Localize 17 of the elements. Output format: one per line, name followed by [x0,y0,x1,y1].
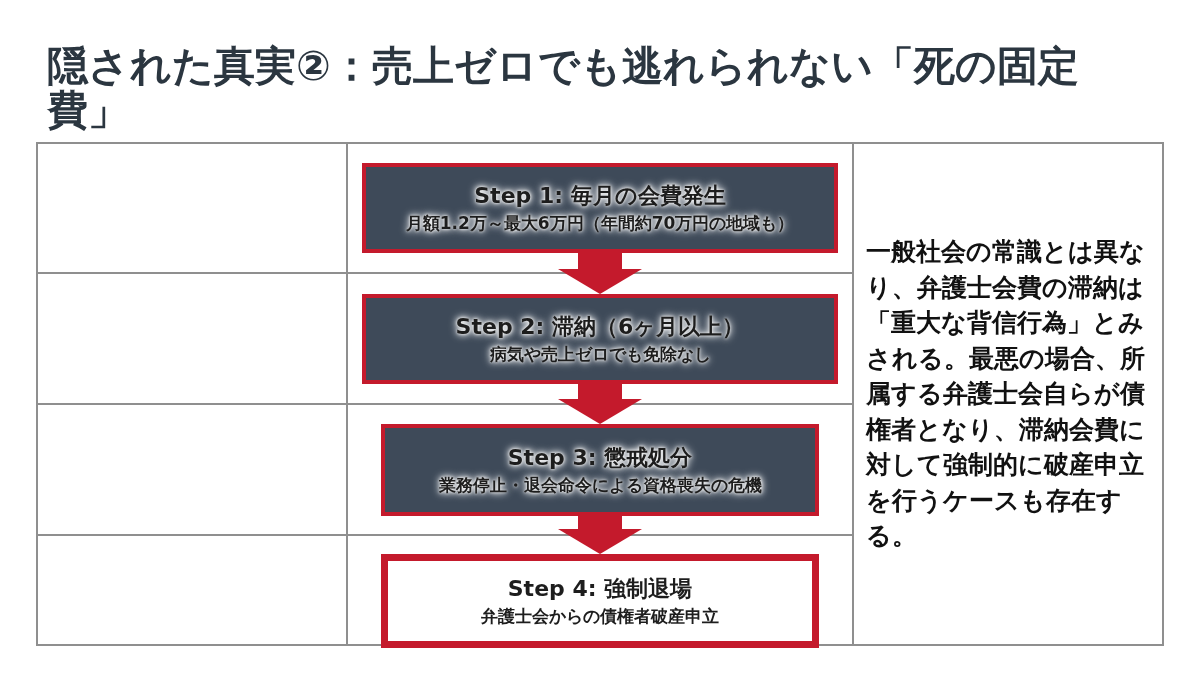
step-description: 病気や売上ゼロでも免除なし [489,343,711,366]
step-heading: Step 3: 懲戒処分 [507,444,693,472]
note-text: 一般社会の常識とは異なり、弁護士会費の滞納は「重大な背信行為」とみされる。最悪の場合、所属する弁護士会自らが債権者となり、滞納会費に対して強制的に破産申立を行うケースも存在する。 [866,236,1146,553]
step-description: 業務停止・退会命令による資格喪失の危機 [438,474,762,497]
step-description: 弁護士会からの債権者破産申立 [481,605,719,628]
step-heading: Step 1: 毎月の会費発生 [474,182,726,210]
step-description: 月額1.2万～最大6万円（年間約70万円の地域も） [405,212,795,235]
arrow [558,253,642,294]
step-box [381,424,819,516]
title: 隠された真実②：売上ゼロでも逃れられない「死の固定費」 [47,44,1080,132]
arrow [558,516,642,554]
step-box [362,294,838,384]
step-box [362,163,838,253]
arrow [558,384,642,424]
step-box [381,554,819,648]
step-heading: Step 4: 強制退場 [507,575,693,603]
step-heading: Step 2: 滞納（6ヶ月以上） [455,313,745,341]
